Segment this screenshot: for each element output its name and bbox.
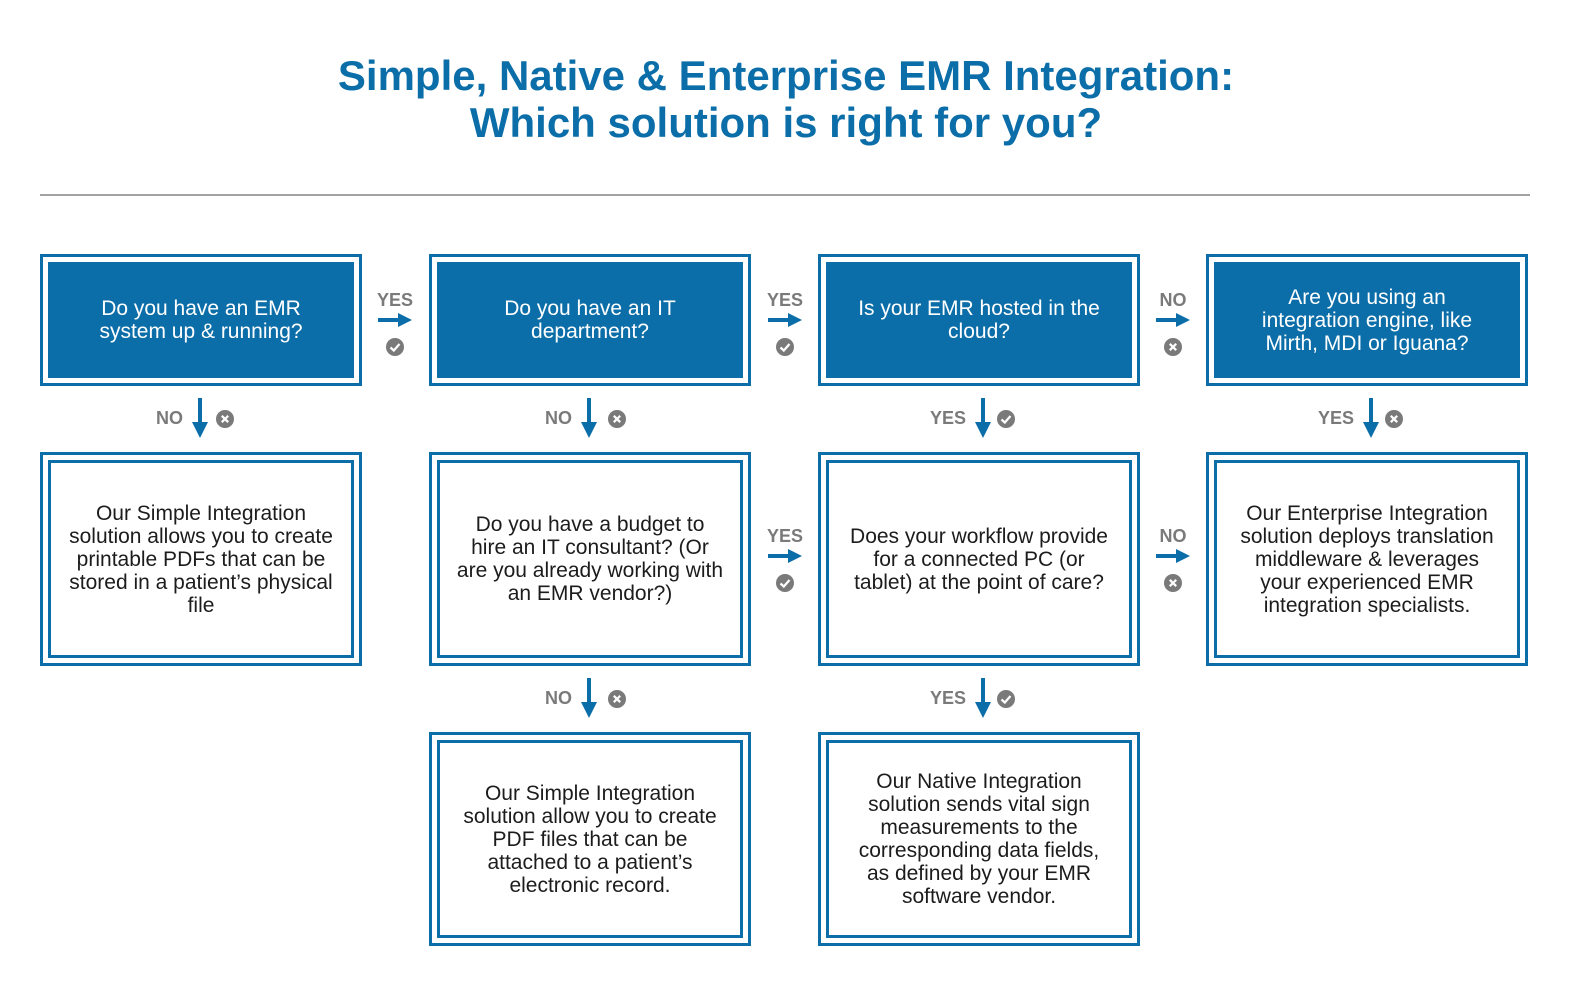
x-circle-icon [1164,574,1182,592]
question-text: Do you have an IT department? [437,262,743,378]
connector-label: YES [766,526,804,546]
question-box-it-budget: Do you have a budget to hire an IT consu… [429,452,751,666]
connector-q2-q3: YES [762,290,808,360]
connector-label: NO [156,408,183,428]
answer-box-simple-electronic: Our Simple Integration solution allow yo… [429,732,751,946]
answer-text: Our Simple Integration solution allows y… [48,460,354,658]
question-text: Do you have an EMR system up & running? [48,262,354,378]
connector-q5-q6: YES [762,526,808,596]
connector-label: NO [545,408,572,428]
check-circle-icon [997,410,1015,428]
connector-label: NO [545,688,572,708]
question-box-it-department: Do you have an IT department? [429,254,751,386]
x-circle-icon [216,410,234,428]
connector-label: YES [1318,408,1355,428]
diagram-title: Simple, Native & Enterprise EMR Integrat… [0,52,1572,146]
connector-label: YES [930,408,967,428]
question-text: Do you have a budget to hire an IT consu… [437,460,743,658]
arrow-down-icon [581,678,597,718]
arrow-down-icon [192,398,208,438]
check-circle-icon [776,338,794,356]
answer-text: Our Simple Integration solution allow yo… [437,740,743,938]
question-box-emr-running: Do you have an EMR system up & running? [40,254,362,386]
title-line-1: Simple, Native & Enterprise EMR Integrat… [337,52,1235,99]
arrow-right-icon [1156,313,1190,327]
check-circle-icon [386,338,404,356]
check-circle-icon [776,574,794,592]
connector-label: NO [1159,290,1187,310]
connector-q2-q5: NO [535,398,645,440]
connector-q5-a3: NO [535,678,645,720]
arrow-down-icon [1363,398,1379,438]
x-circle-icon [1385,410,1403,428]
x-circle-icon [1164,338,1182,356]
answer-text: Our Native Integration solution sends vi… [826,740,1132,938]
arrow-right-icon [768,313,802,327]
x-circle-icon [608,690,626,708]
connector-q1-a1: NO [146,398,256,440]
answer-box-enterprise: Our Enterprise Integration solution depl… [1206,452,1528,666]
arrow-right-icon [768,549,802,563]
check-circle-icon [997,690,1015,708]
connector-label: YES [766,290,804,310]
title-divider [40,194,1530,196]
arrow-down-icon [581,398,597,438]
arrow-right-icon [378,313,412,327]
connector-label: NO [1159,526,1187,546]
connector-q1-q2: YES [372,290,418,360]
question-text: Is your EMR hosted in the cloud? [826,262,1132,378]
arrow-right-icon [1156,549,1190,563]
connector-q4-a2: YES [1308,398,1418,440]
connector-q3-q4: NO [1150,290,1196,360]
answer-text: Our Enterprise Integration solution depl… [1214,460,1520,658]
connector-label: YES [376,290,414,310]
question-box-emr-cloud: Is your EMR hosted in the cloud? [818,254,1140,386]
x-circle-icon [608,410,626,428]
connector-label: YES [930,688,967,708]
question-text: Does your workflow provide for a connect… [826,460,1132,658]
connector-q6-a4: YES [920,678,1030,720]
answer-box-simple-printable: Our Simple Integration solution allows y… [40,452,362,666]
connector-q3-q6: YES [920,398,1030,440]
question-box-connected-pc: Does your workflow provide for a connect… [818,452,1140,666]
answer-box-native: Our Native Integration solution sends vi… [818,732,1140,946]
title-line-2: Which solution is right for you? [469,99,1103,146]
question-box-integration-engine: Are you using an integration engine, lik… [1206,254,1528,386]
question-text: Are you using an integration engine, lik… [1214,262,1520,378]
arrow-down-icon [975,678,991,718]
arrow-down-icon [975,398,991,438]
connector-q6-a2: NO [1150,526,1196,596]
